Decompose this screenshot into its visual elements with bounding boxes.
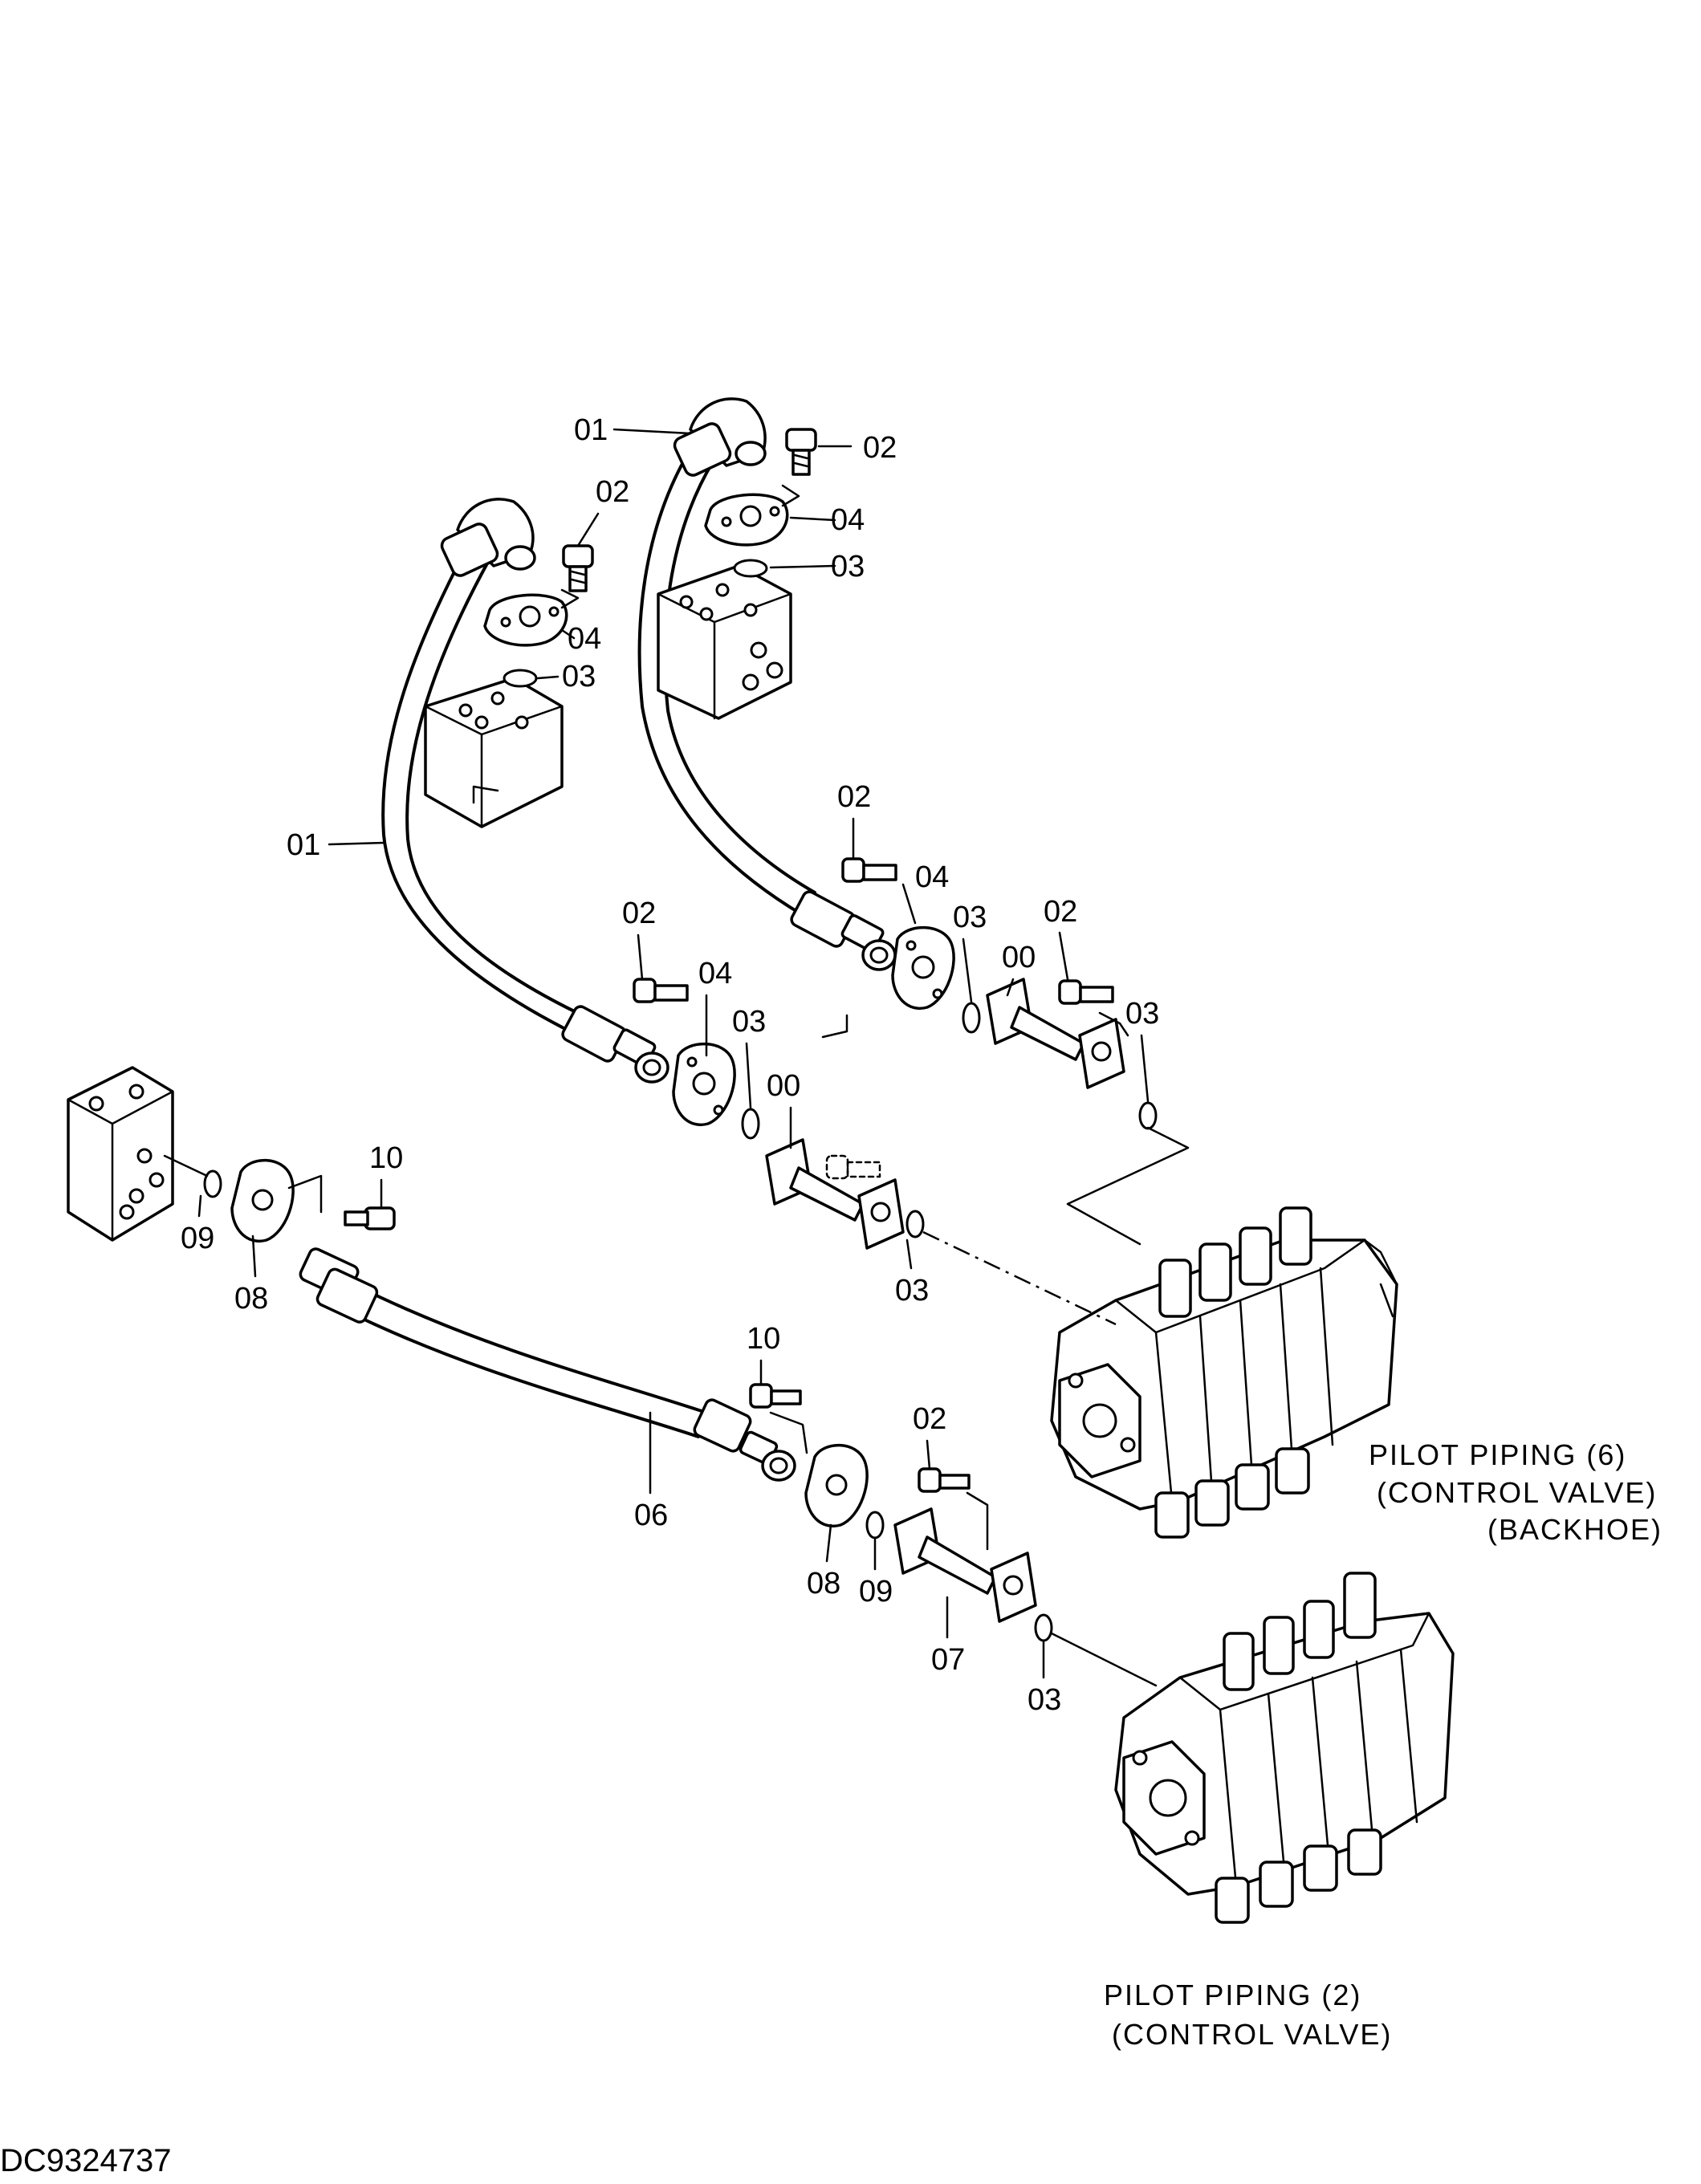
hose-lower: [230, 1158, 1053, 1642]
label-07: 07: [931, 1643, 965, 1677]
label-03-c: 03: [953, 901, 987, 934]
caption-pilot-2-line-2: (CONTROL VALVE): [1112, 2018, 1392, 2051]
label-04-d: 04: [698, 957, 732, 990]
valve-block-right-upper: [657, 564, 792, 720]
label-08-a: 08: [234, 1282, 268, 1316]
label-10-a: 10: [369, 1141, 403, 1175]
label-00-b: 00: [767, 1069, 800, 1103]
caption-pilot-6-line-2: (CONTROL VALVE): [1377, 1476, 1657, 1509]
label-04-a: 04: [831, 503, 865, 537]
label-02-e: 02: [622, 897, 656, 930]
label-02-c: 02: [837, 780, 871, 814]
valve-block-lower-left: [67, 1066, 222, 1242]
label-06: 06: [634, 1499, 668, 1532]
label-04-c: 04: [915, 860, 949, 894]
caption-pilot-6-line-3: (BACKHOE): [1487, 1513, 1662, 1546]
label-03-a: 03: [831, 550, 865, 584]
label-01-a: 01: [574, 413, 608, 447]
label-09-a: 09: [181, 1222, 214, 1255]
label-02-b: 02: [596, 475, 629, 509]
label-08-b: 08: [807, 1567, 840, 1600]
caption-pilot-2-line-1: PILOT PIPING (2): [1104, 1979, 1361, 2011]
hose-left-upper: [381, 498, 669, 1084]
caption-pilot-6-line-1: PILOT PIPING (6): [1369, 1438, 1626, 1471]
hose-right-upper: [637, 397, 897, 971]
control-valve-2: [1114, 1572, 1455, 1924]
label-10-b: 10: [747, 1322, 780, 1356]
label-03-e: 03: [732, 1005, 766, 1039]
control-valve-6: [1050, 1206, 1398, 1539]
fitting-set-right-upper: [704, 428, 817, 578]
label-03-b: 03: [562, 660, 596, 693]
label-03-d: 03: [1125, 997, 1159, 1031]
label-02-f: 02: [913, 1402, 946, 1436]
label-02-d: 02: [1044, 895, 1077, 929]
label-09-b: 09: [859, 1575, 893, 1609]
label-02-a: 02: [863, 431, 897, 465]
valve-block-left-upper: [424, 677, 564, 828]
label-00-a: 00: [1002, 941, 1036, 974]
connection-lines: [163, 428, 1190, 1687]
label-03-g: 03: [1028, 1683, 1061, 1717]
label-04-b: 04: [568, 622, 601, 656]
fitting-set-left-upper: [483, 544, 594, 688]
drawing-code: DC9324737: [0, 2143, 172, 2178]
mid-fittings: [633, 857, 1158, 1250]
label-03-f: 03: [895, 1274, 929, 1308]
label-01-b: 01: [287, 828, 320, 862]
